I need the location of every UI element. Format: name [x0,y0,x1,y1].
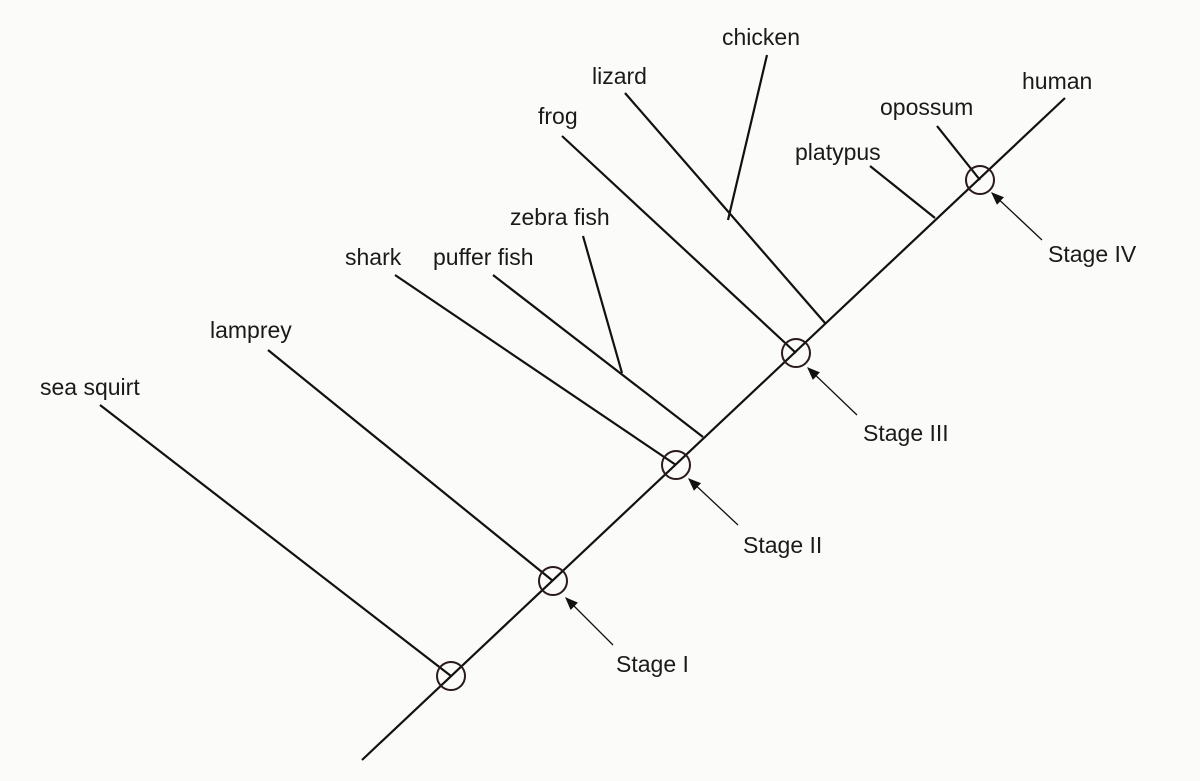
branch-sea-squirt [99,404,452,677]
label-puffer-fish: puffer fish [433,244,534,270]
label-chicken: chicken [722,24,800,50]
arrow-stage1 [565,597,614,646]
node-circle-stage4 [965,165,995,195]
label-stage2: Stage II [743,532,822,558]
node-circle-stage3 [781,338,811,368]
branch-lizard [624,92,826,324]
node-circle [436,661,466,691]
main-trunk [361,97,1066,761]
arrow-stage3 [807,367,858,416]
label-lizard: lizard [592,63,647,89]
label-sea-squirt: sea squirt [40,374,140,400]
branch-shark [394,274,677,466]
label-stage1: Stage I [616,651,689,677]
label-platypus: platypus [795,139,881,165]
node-circle-stage2 [661,450,691,480]
branch-chicken [726,54,769,221]
branch-platypus [869,165,936,219]
label-opossum: opossum [880,94,973,120]
arrow-stage2 [688,478,739,526]
branch-opossum [936,125,981,181]
label-zebra-fish: zebra fish [510,204,610,230]
label-stage3: Stage III [863,420,949,446]
arrow-stage4 [991,192,1043,241]
label-lamprey: lamprey [210,317,292,343]
label-stage4: Stage IV [1048,241,1137,267]
branch-zebra-fish [581,235,624,374]
label-human: human [1022,68,1092,94]
node-circle-stage1 [538,566,568,596]
label-shark: shark [345,244,402,270]
branch-lamprey [267,349,554,582]
label-frog: frog [538,103,578,129]
branch-puffer-fish [492,274,704,438]
branch-frog [561,135,797,354]
